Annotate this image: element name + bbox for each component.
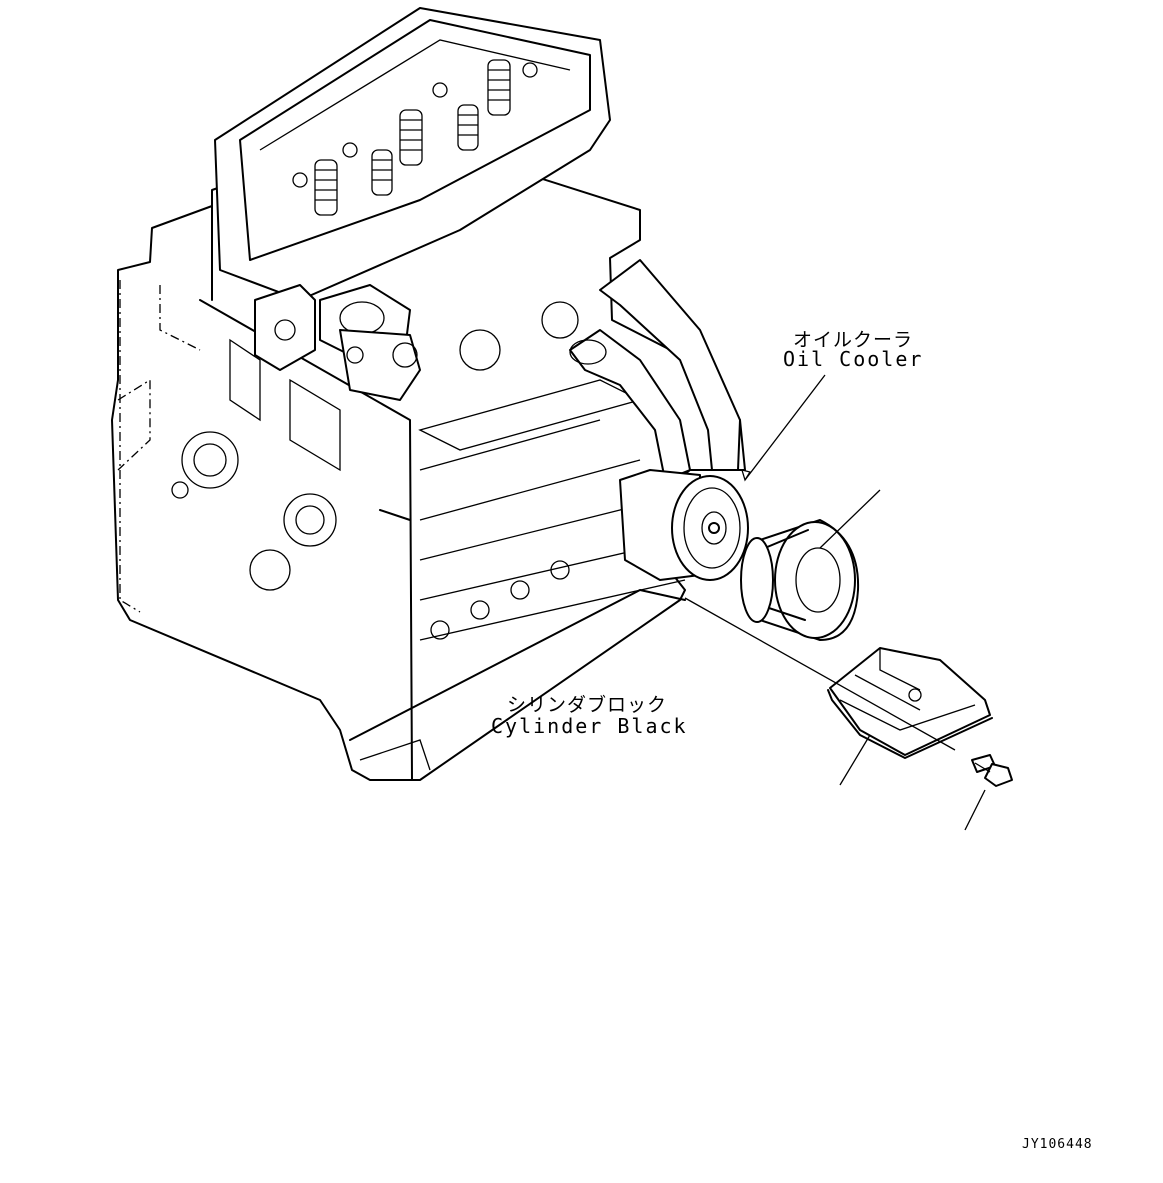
oil-cooler-label-en: Oil Cooler xyxy=(783,347,924,371)
oil-cooler-label-jp: オイルクーラ xyxy=(793,329,914,351)
valve-springs xyxy=(292,59,538,216)
leader-lines xyxy=(684,374,986,831)
cylinder-block-label-jp: シリンダブロック xyxy=(507,694,668,716)
cylinder-block-label-en: Cylinder Black xyxy=(491,714,688,738)
oil-cooler-part xyxy=(619,469,749,581)
filter-guard-part xyxy=(827,647,993,759)
oil-filter-part xyxy=(740,519,860,641)
cylinder-head-illustration xyxy=(214,7,611,401)
figure-id: JY106448 xyxy=(1022,1137,1093,1152)
bolt-part xyxy=(971,754,1013,787)
